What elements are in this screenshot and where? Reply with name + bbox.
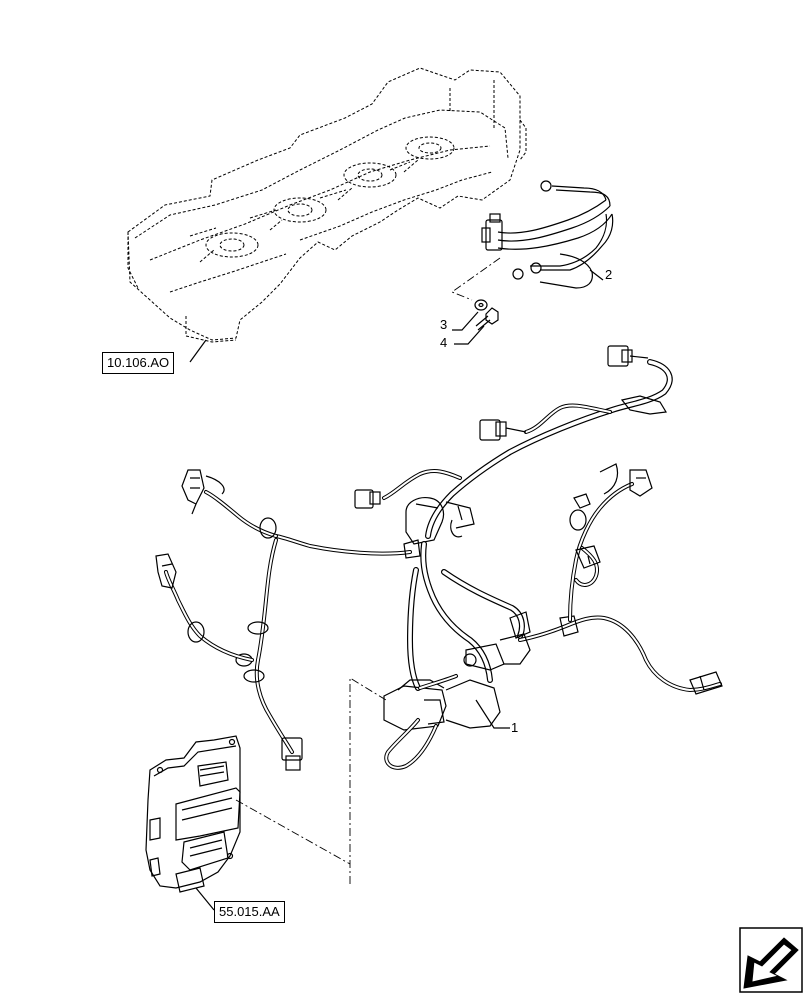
main-engine-harness [155, 345, 723, 771]
ecu-module [145, 735, 241, 893]
washer-and-bolt [474, 299, 499, 331]
callout-injector-harness: 2 [605, 267, 613, 282]
callout-harness: 1 [511, 720, 519, 735]
engine-block-reference-label[interactable]: 10.106.AO [102, 352, 175, 374]
engine-block-outline [127, 67, 527, 343]
injector-harness [481, 180, 614, 289]
next-page-arrow-icon[interactable] [739, 927, 803, 993]
assembly-line-ecu-diagonal [235, 799, 351, 865]
callout-bolt: 4 [440, 335, 448, 350]
bolt-leader [454, 325, 485, 345]
ecu-reference-label[interactable]: 55.015.AA [214, 901, 285, 923]
callout-washer: 3 [440, 317, 448, 332]
harness1-leader [475, 699, 510, 729]
assembly-line-injector [451, 257, 501, 301]
assembly-line-ecu-vertical [349, 677, 387, 884]
washer-leader [452, 311, 479, 331]
harness2-leader [589, 269, 604, 281]
engine-ref-leader [189, 339, 207, 363]
ecu-ref-leader [195, 887, 215, 911]
